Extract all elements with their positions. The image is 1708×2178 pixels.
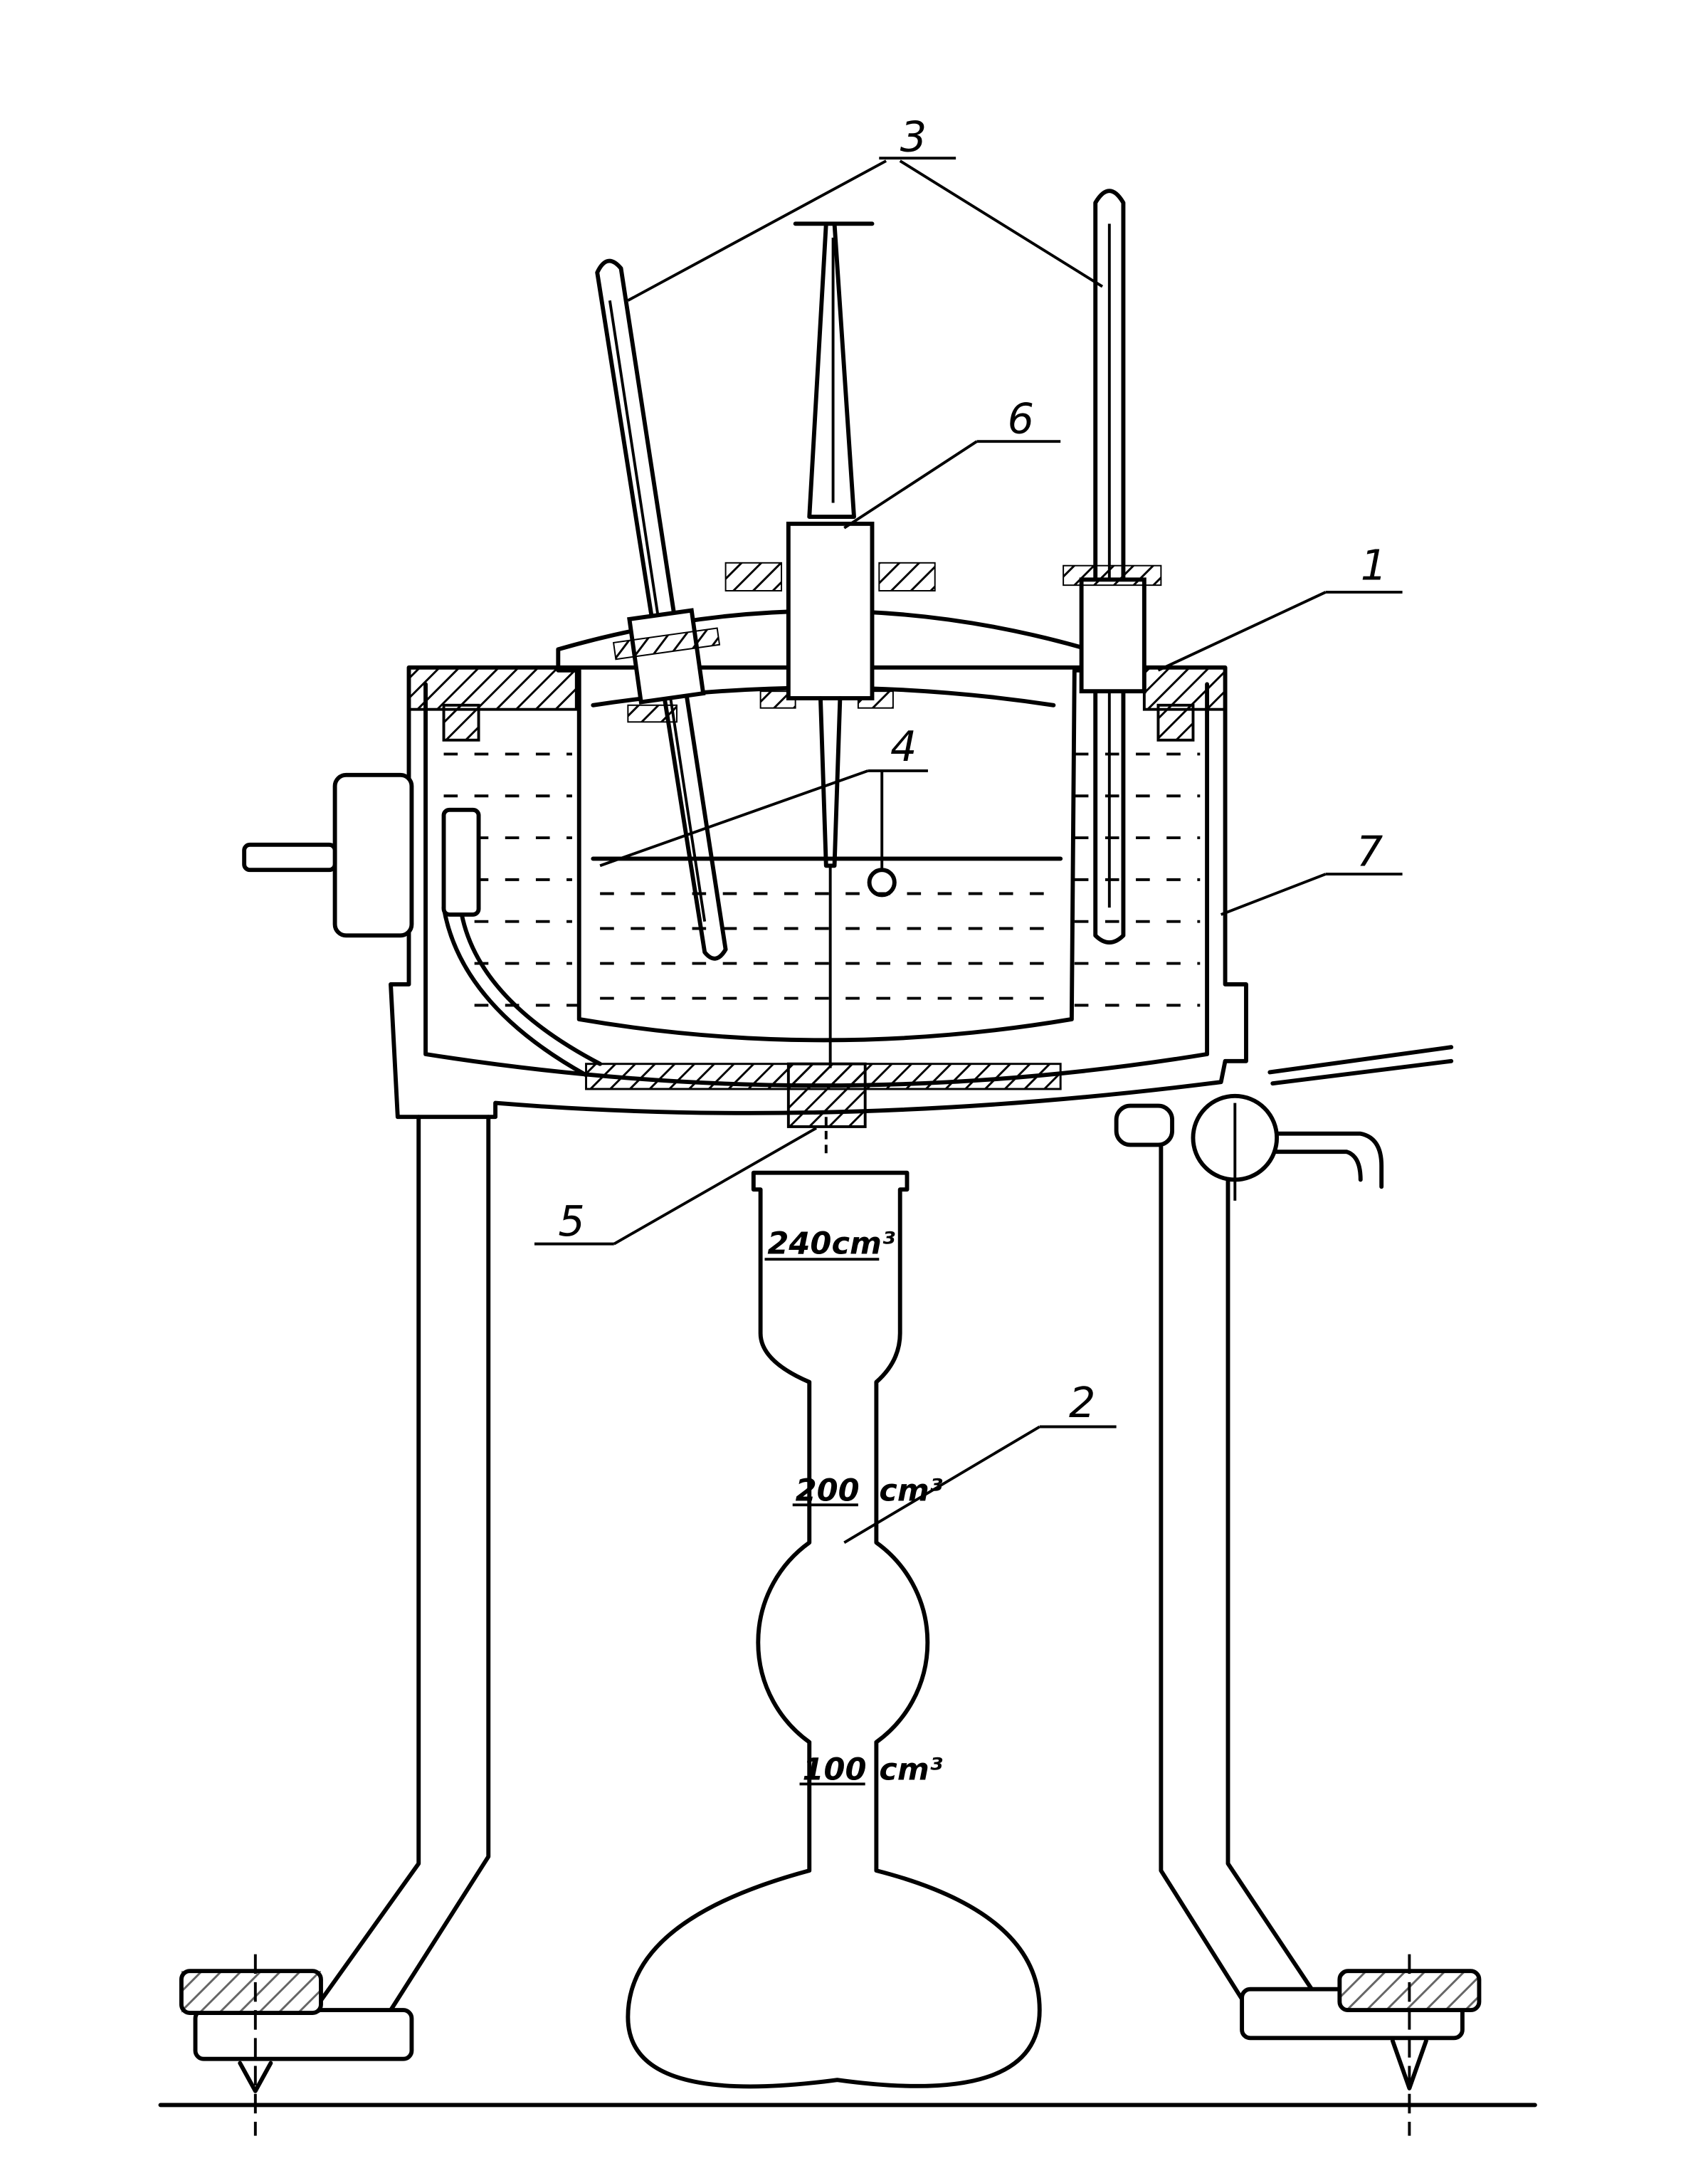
flask-mark-240: 240cm³ bbox=[767, 1226, 895, 1261]
left-leg bbox=[312, 1115, 491, 2013]
stirrer-motor bbox=[242, 772, 481, 938]
flask-mark-100-unit: cm³ bbox=[879, 1752, 942, 1788]
receiving-flask: 240cm³ 200 cm³ 100 cm³ bbox=[626, 1170, 1042, 2089]
label-5: 5 bbox=[558, 1196, 584, 1246]
right-leg bbox=[1159, 1115, 1328, 2013]
label-7: 7 bbox=[1356, 826, 1383, 875]
callout-6: 6 bbox=[843, 394, 1061, 530]
label-3: 3 bbox=[900, 112, 927, 161]
callout-7: 7 bbox=[1220, 826, 1403, 916]
left-foot bbox=[179, 1954, 414, 2136]
right-foot bbox=[1240, 1954, 1482, 2136]
bath-liquid bbox=[443, 752, 1201, 1007]
drain-tap bbox=[1114, 1045, 1454, 1201]
flask-mark-100-value: 100 bbox=[802, 1752, 866, 1788]
label-1: 1 bbox=[1361, 540, 1387, 589]
thermometer-left bbox=[595, 258, 728, 961]
callout-4: 4 bbox=[599, 722, 928, 869]
label-6: 6 bbox=[1008, 394, 1034, 443]
thermometer-right bbox=[1063, 189, 1162, 945]
callout-1: 1 bbox=[1157, 540, 1403, 672]
label-4: 4 bbox=[890, 722, 917, 771]
flask-mark-200-value: 200 bbox=[796, 1473, 860, 1508]
stopper-rod bbox=[724, 221, 936, 1068]
callout-2: 2 bbox=[843, 1378, 1117, 1544]
callout-3: 3 bbox=[627, 112, 1104, 302]
label-2: 2 bbox=[1069, 1378, 1095, 1427]
callout-5: 5 bbox=[534, 1127, 818, 1246]
